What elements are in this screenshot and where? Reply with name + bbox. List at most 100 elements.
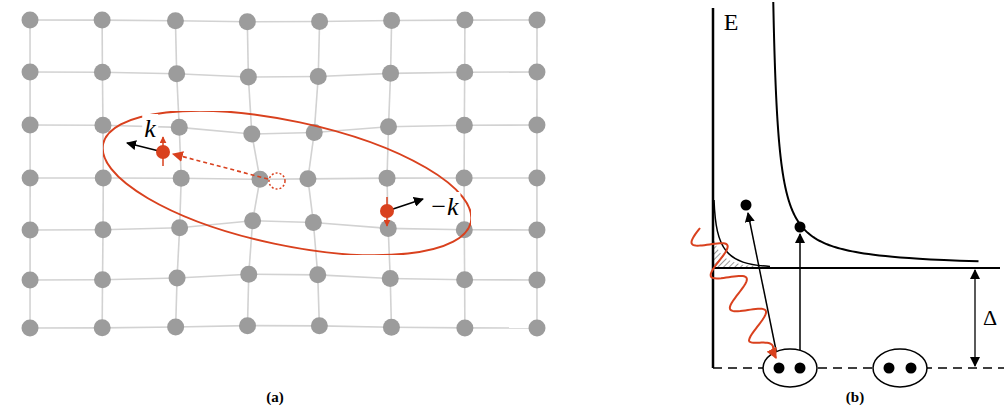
- lattice-ion: [173, 170, 190, 187]
- lattice-ion: [167, 319, 184, 336]
- paired-electron: [884, 363, 895, 374]
- lattice-bond: [103, 278, 178, 280]
- lattice-ion: [240, 68, 257, 85]
- lattice-bond: [247, 21, 319, 23]
- lattice-bond: [253, 221, 314, 223]
- lattice-ion: [528, 221, 545, 238]
- lattice-ion: [22, 12, 39, 29]
- lattice-ion: [22, 170, 39, 187]
- lattice-ion: [95, 221, 112, 238]
- lattice-bond: [320, 21, 392, 22]
- lattice-ion: [456, 64, 473, 81]
- lattice-bond: [30, 124, 103, 126]
- lattice-bond: [313, 222, 388, 228]
- lattice-bond: [464, 124, 537, 126]
- lattice-bond: [103, 177, 181, 179]
- lattice-ion: [251, 171, 268, 188]
- gap-edge: [713, 267, 1000, 269]
- lattice-bond: [464, 177, 537, 179]
- lattice-ion: [299, 170, 316, 187]
- momentum-label: k: [142, 114, 158, 144]
- lattice-bond: [465, 19, 537, 21]
- lattice-bond: [179, 127, 252, 134]
- lattice-bond: [30, 71, 102, 73]
- lattice-ion: [22, 271, 39, 288]
- ellipse-outline: [103, 111, 471, 255]
- gap-arrow: [974, 270, 975, 366]
- lattice-bond: [388, 125, 464, 127]
- lattice-ion: [239, 317, 256, 334]
- lattice-ion: [311, 13, 328, 30]
- axis-label: E: [723, 9, 740, 36]
- lattice-ion: [171, 219, 188, 236]
- lattice-bond: [465, 327, 537, 329]
- lattice-ion: [239, 13, 256, 30]
- lattice-bond: [308, 177, 387, 179]
- lattice-ion: [168, 65, 185, 82]
- lattice-ion: [528, 64, 545, 81]
- lattice-bond: [30, 177, 103, 179]
- lattice-bond: [103, 228, 180, 230]
- cooper-pair-outline: k−k: [103, 111, 471, 255]
- energy-diagram: [691, 2, 1004, 387]
- lattice-bond: [465, 71, 537, 73]
- quasiparticle: [795, 222, 806, 233]
- lattice-bond: [248, 77, 251, 134]
- lattice-ion: [380, 220, 397, 237]
- lattice-ion: [22, 64, 39, 81]
- lattice-bond: [465, 279, 537, 281]
- lattice-ion: [22, 319, 39, 336]
- lattice-ion: [169, 269, 186, 286]
- paired-electron: [906, 363, 917, 374]
- lattice-bond: [319, 326, 391, 327]
- lattice-ion: [171, 119, 188, 136]
- quasiparticle: [741, 200, 752, 211]
- cooper-pair: [873, 349, 927, 387]
- lattice-ion: [305, 214, 322, 231]
- lattice-bond: [387, 177, 464, 179]
- lattice-bond: [464, 229, 537, 231]
- lattice-ion: [456, 170, 473, 187]
- lattice-bond: [252, 133, 314, 134]
- electron: [380, 204, 394, 218]
- lattice-bond: [391, 72, 465, 73]
- excitation-arrow: [799, 234, 801, 358]
- lattice-bond: [391, 326, 464, 328]
- lattice-ion: [94, 12, 111, 29]
- lattice-bond: [318, 275, 390, 279]
- electrons: [127, 137, 423, 226]
- lattice: [22, 12, 546, 337]
- electron: [156, 145, 170, 159]
- lattice-ion: [382, 65, 399, 82]
- lattice-bond: [30, 229, 103, 231]
- lattice-bond: [176, 326, 248, 327]
- lattice-bond: [388, 228, 464, 229]
- lattice-ion: [243, 126, 260, 143]
- lattice-bond: [177, 274, 249, 278]
- ground-level: [713, 367, 1004, 369]
- lattice-ion: [94, 64, 111, 81]
- lattice-ion: [528, 319, 545, 336]
- lattice-bond: [177, 74, 249, 77]
- lattice-ion: [383, 12, 400, 29]
- lattice-bond: [102, 326, 175, 328]
- cooper-pair: [763, 349, 817, 387]
- lattice-ion: [244, 212, 261, 229]
- panel-label: (b): [845, 389, 865, 406]
- lattice-ion: [456, 271, 473, 288]
- lattice-ion: [528, 12, 545, 29]
- lattice-bond: [390, 278, 464, 279]
- lattice-bond: [247, 325, 319, 327]
- lattice-ion: [94, 117, 111, 134]
- electron-path: [173, 154, 268, 179]
- lattice-bond: [180, 221, 253, 228]
- lattice-bond: [102, 72, 176, 74]
- lattice-ion: [167, 12, 184, 29]
- lattice-ion: [310, 68, 327, 85]
- lattice-ion: [22, 221, 39, 238]
- lattice-ion: [311, 317, 328, 334]
- lattice-ion: [22, 117, 39, 134]
- panel-label: (a): [265, 389, 285, 406]
- lattice-ion: [240, 266, 257, 283]
